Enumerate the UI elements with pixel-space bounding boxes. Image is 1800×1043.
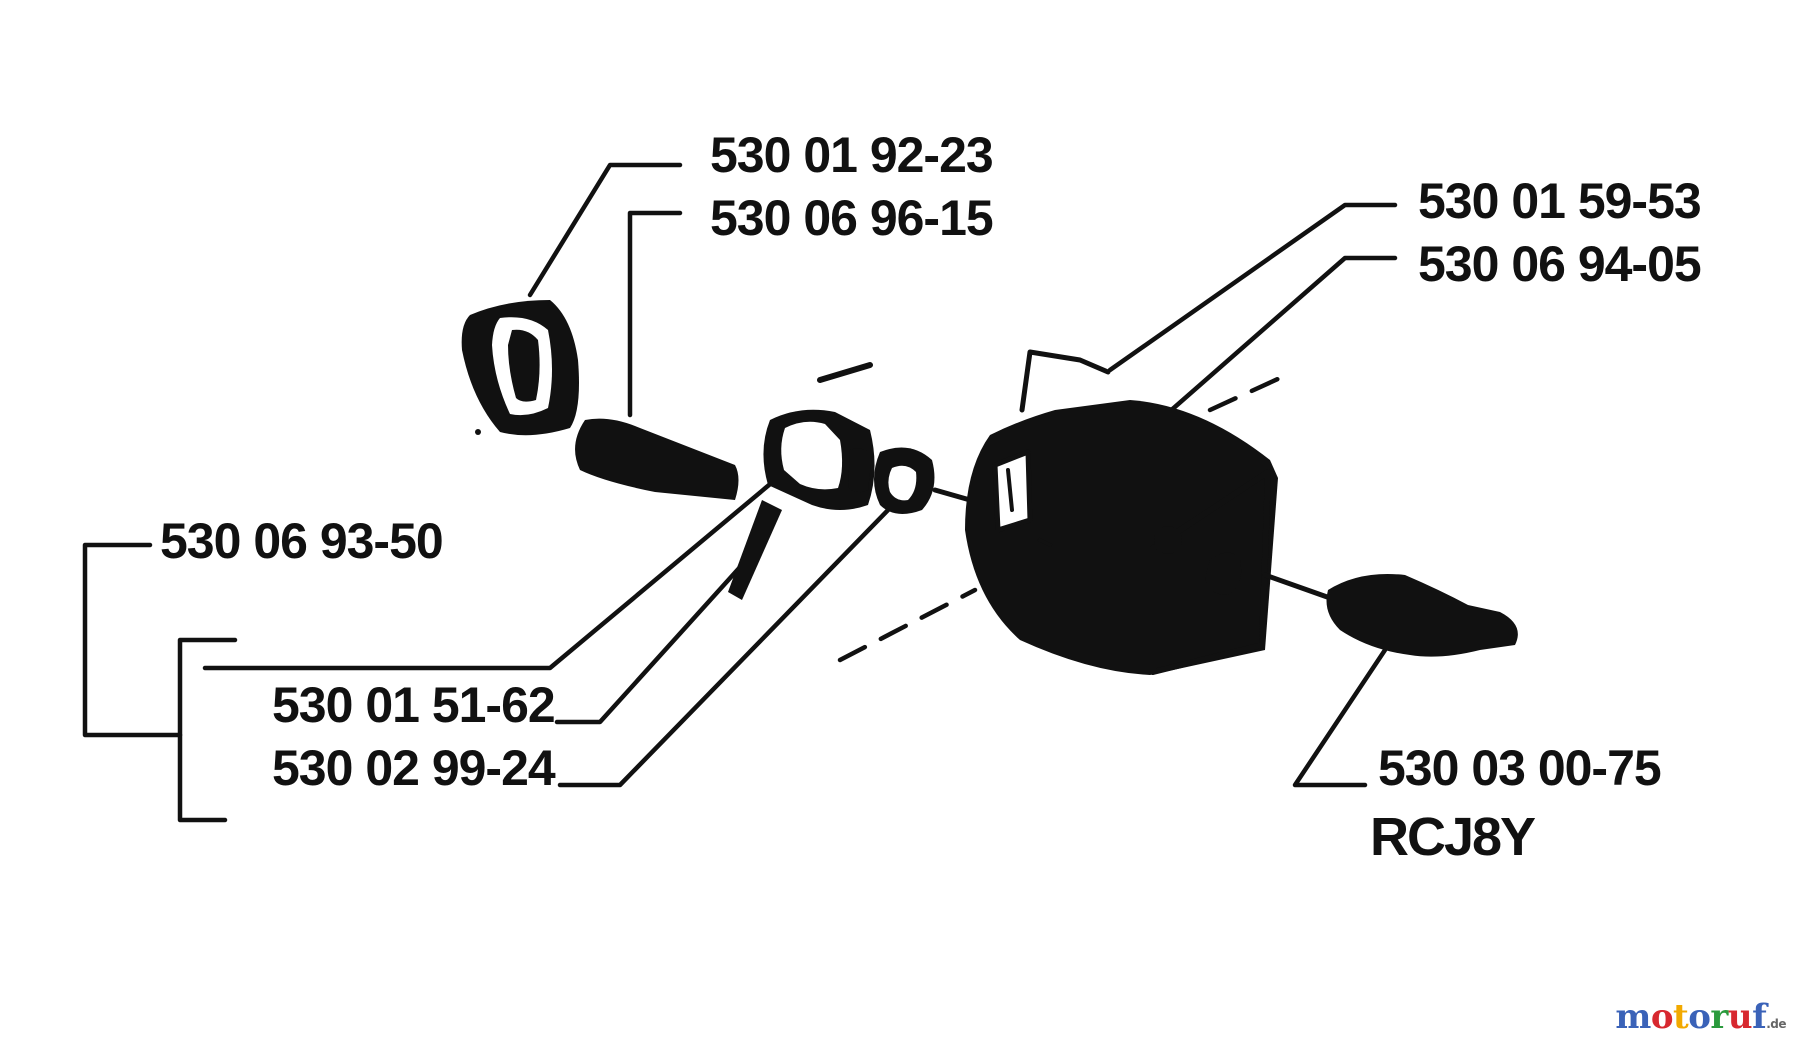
- filter-cover-drawing: [461, 300, 579, 436]
- filter-element-drawing: [575, 418, 739, 500]
- watermark-letter: o: [1688, 997, 1711, 1037]
- part-number-530-01-59-53: 530 01 59-53: [1418, 173, 1701, 229]
- leader-lines: [82, 162, 1398, 823]
- part-number-530-06-94-05: 530 06 94-05: [1418, 236, 1701, 292]
- part-labels: 530 01 92-23 530 06 96-15 530 01 59-53 5…: [160, 127, 1702, 867]
- part-number-530-01-51-62: 530 01 51-62: [272, 677, 555, 733]
- part-number-530-06-93-50: 530 06 93-50: [160, 513, 443, 569]
- leader-line-p1: [527, 162, 683, 298]
- center-axis-lower: [837, 587, 978, 663]
- leader-line-p7: [557, 505, 893, 788]
- carburetor-drawing: [728, 362, 973, 600]
- leader-line-p6: [202, 477, 778, 671]
- leader-bracket-inner: [177, 637, 238, 823]
- watermark-letter: o: [1650, 997, 1674, 1037]
- watermark-letter: f: [1752, 997, 1767, 1037]
- spark-plug-drawing: [1262, 572, 1518, 657]
- leader-bracket-p5: [82, 542, 183, 738]
- leader-line-p3: [1107, 202, 1398, 373]
- watermark-text: motoruf: [1615, 997, 1766, 1037]
- watermark-suffix: .de: [1766, 1017, 1786, 1031]
- watermark-logo: motoruf.de: [1615, 997, 1786, 1037]
- center-axis-upper: [1207, 375, 1283, 413]
- watermark-letter: r: [1710, 997, 1728, 1037]
- leader-line-p2: [627, 210, 683, 418]
- leader-line-p4: [1157, 255, 1398, 423]
- part-number-530-06-96-15: 530 06 96-15: [710, 190, 993, 246]
- watermark-letter: t: [1673, 997, 1689, 1037]
- spark-plug-code: RCJ8Y: [1370, 807, 1536, 867]
- leader-line-p8: [1292, 647, 1388, 788]
- part-number-530-01-92-23: 530 01 92-23: [710, 127, 993, 183]
- part-number-530-03-00-75: 530 03 00-75: [1378, 740, 1661, 796]
- watermark-letter: m: [1615, 997, 1651, 1037]
- part-number-530-02-99-24: 530 02 99-24: [272, 740, 556, 796]
- leader-line-p6b: [554, 542, 763, 725]
- cylinder-block-drawing: [965, 349, 1278, 675]
- watermark-letter: u: [1727, 997, 1753, 1037]
